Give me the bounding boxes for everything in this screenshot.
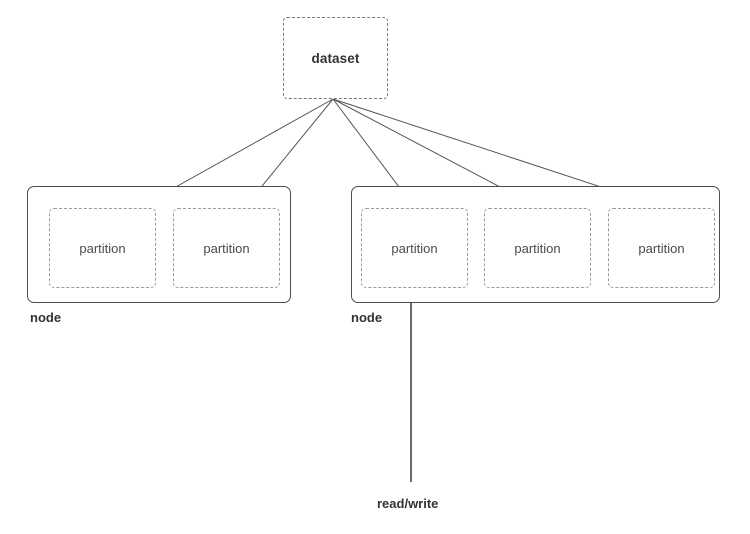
partition-label: partition <box>391 240 438 256</box>
partition-box[interactable]: partition <box>49 208 156 288</box>
node-caption-2: node <box>351 310 383 325</box>
partition-box[interactable]: partition <box>173 208 280 288</box>
partition-label: partition <box>638 240 685 256</box>
partition-label: partition <box>514 240 561 256</box>
node-caption-1: node <box>30 310 62 325</box>
partition-box[interactable]: partition <box>361 208 468 288</box>
node-container-2[interactable]: partition partition partition <box>351 186 720 303</box>
read-write-label: read/write <box>377 496 439 511</box>
dataset-label: dataset <box>311 50 360 66</box>
partition-label: partition <box>203 240 250 256</box>
dataset-box[interactable]: dataset <box>283 17 388 99</box>
partition-label: partition <box>79 240 126 256</box>
read-write-arrow <box>406 286 416 482</box>
partition-box[interactable]: partition <box>484 208 591 288</box>
partition-box[interactable]: partition <box>608 208 715 288</box>
node-container-1[interactable]: partition partition <box>27 186 291 303</box>
